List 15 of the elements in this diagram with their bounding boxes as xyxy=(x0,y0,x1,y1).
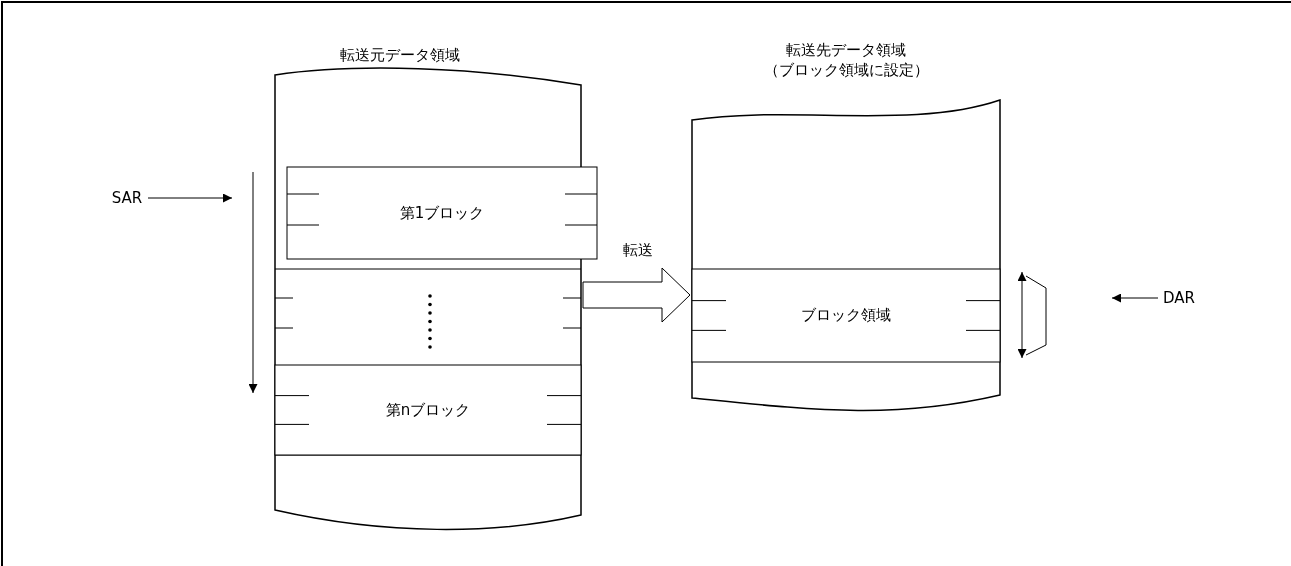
block-area-band xyxy=(692,269,1000,362)
register-label: DAR xyxy=(1163,288,1195,308)
edge-label: 転送 xyxy=(622,240,653,260)
block-area-label: ブロック領域 xyxy=(801,305,891,325)
area-heading: 転送先データ領域 xyxy=(786,40,906,60)
register-label: SAR xyxy=(111,188,143,208)
destination-memory-area xyxy=(692,40,1000,412)
block-band xyxy=(275,365,581,455)
area-heading: 転送元データ領域 xyxy=(340,45,460,65)
arrow xyxy=(1111,293,1159,303)
arrow xyxy=(147,193,233,203)
block-label: 第nブロック xyxy=(385,400,471,420)
block-label: 第1ブロック xyxy=(399,203,485,223)
area-note: （ブロック領域に設定） xyxy=(763,60,929,80)
block-arrow xyxy=(582,267,691,323)
